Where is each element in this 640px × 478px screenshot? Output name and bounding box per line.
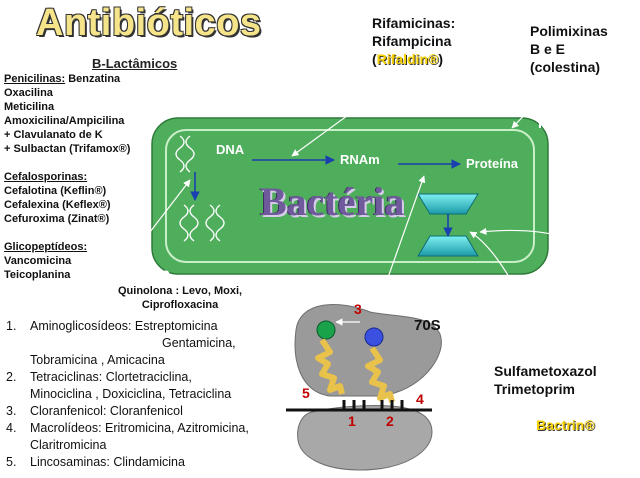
- sulfa-pointer: [469, 231, 561, 361]
- traducao-label: Tradução: [362, 275, 425, 291]
- cell-membrane: [165, 129, 535, 263]
- transcricao-label: Transcrição: [296, 91, 375, 107]
- list-line: Cloranfenicol: Cloranfenicol: [30, 404, 183, 418]
- list-number: 2.: [6, 370, 17, 384]
- ribosome-70s: [286, 304, 442, 471]
- quinolona-pointer: [129, 179, 191, 259]
- list-line: Claritromicina: [30, 438, 107, 452]
- rifamicinas-line2: Rifampicina: [372, 33, 452, 49]
- glicopeptideos-block: Glicopeptídeos: Vancomicina Teicoplanina: [4, 240, 87, 282]
- trna-body-right: [365, 346, 395, 403]
- sintese-line1: Síntese de: [496, 290, 567, 306]
- plasmatica-label: Plasmática: [538, 115, 612, 131]
- replicacao-label: Replicação: [96, 265, 170, 281]
- list-item: 1. Aminoglicosídeos: Estreptomicina Gent…: [6, 319, 236, 367]
- list-line: Macrolídeos: Eritromicina, Azitromicina,: [30, 421, 249, 435]
- quinolona-line1: Quinolona : Levo, Moxi,: [118, 285, 243, 297]
- membrana-plasmatica-label: Membrana Plasmática: [538, 98, 611, 132]
- cefalosporina-item: Cefalotina (Keflin®): [4, 185, 107, 197]
- glicopeptideo-item: Teicoplanina: [4, 269, 71, 281]
- paren-close: ): [438, 51, 443, 67]
- quinolona-block: Quinolona : Levo, Moxi, Ciprofloxacina: [118, 284, 242, 312]
- list-item: 2. Tetraciclinas: Clortetraciclina, Mino…: [6, 369, 249, 403]
- rnam-label: RNAm: [340, 152, 380, 167]
- rifamicinas-line1: Rifamicinas:: [372, 15, 456, 31]
- parede-celular-label: Parede Celular: [180, 78, 233, 110]
- list-line: Aminoglicosídeos: Estreptomicina: [30, 319, 218, 333]
- dna-helix: [175, 135, 225, 242]
- glicopeptideo-item: Vancomicina: [4, 255, 72, 267]
- penicilinas-label: Penicilinas:: [4, 73, 66, 85]
- list-line: Lincosaminas: Clindamicina: [30, 455, 185, 469]
- penicilina-item: Meticilina: [4, 101, 55, 113]
- glicopeptideos-label: Glicopeptídeos:: [4, 241, 88, 253]
- penicilinas-first: Benzatina: [65, 73, 121, 85]
- parede-label: Parede: [180, 78, 227, 94]
- traducao-pointer: [379, 175, 426, 301]
- polimixinas-line1: Polimixinas: [530, 23, 608, 39]
- ribosome-label: 70S: [414, 317, 441, 334]
- list-line: Minociclina , Doxiciclina, Tetraciclina: [30, 387, 232, 401]
- site-5: 5: [302, 385, 310, 401]
- list-line: Tetraciclinas: Clortetraciclina,: [30, 370, 192, 384]
- polimixina-pointer: [511, 81, 557, 129]
- polimixinas-block: Polimixinas B e E (colestina): [530, 22, 608, 76]
- bacteria-label: Bactéria: [260, 179, 405, 224]
- bactrin-brand: Bactrin®: [536, 417, 595, 433]
- proteina-label: Proteína: [466, 156, 519, 171]
- sintese-block: Síntese de Metabólitos Essenciais: [496, 290, 574, 341]
- parede-pointer: [159, 87, 187, 113]
- enzyme-shape: [417, 193, 479, 257]
- rifamicinas-block: Rifamicinas: Rifampicina (Rifaldin®): [372, 14, 455, 68]
- list-number: 3.: [6, 404, 17, 418]
- sulfa-line1: Sulfametoxazol: [494, 363, 597, 379]
- mrna-label: mRNA: [438, 414, 483, 431]
- penicilina-item: Oxacilina: [4, 87, 53, 99]
- sulfa-line2: Trimetoprim: [494, 381, 575, 397]
- cefalosporinas-block: Cefalosporinas: Cefalotina (Keflin®) Cef…: [4, 170, 111, 226]
- sintese-line3: Essenciais: [496, 324, 569, 340]
- rifamicina-pointer: [291, 69, 411, 157]
- list-number: 1.: [6, 319, 17, 333]
- dna-label: DNA: [216, 142, 245, 157]
- list-number: 4.: [6, 421, 17, 435]
- antibiotic-list: 1. Aminoglicosídeos: Estreptomicina Gent…: [6, 318, 249, 471]
- list-item: 4. Macrolídeos: Eritromicina, Azitromici…: [6, 420, 249, 454]
- rifaldin-brand: Rifaldin®: [376, 51, 439, 67]
- list-item: 5. Lincosaminas: Clindamicina: [6, 454, 249, 471]
- celular-label: Celular: [186, 94, 234, 110]
- trna-green: [316, 320, 336, 340]
- site-3: 3: [354, 301, 362, 317]
- sintese-line2: Metabólitos: [496, 307, 574, 323]
- polimixinas-line2: B e E: [530, 41, 566, 57]
- cefalosporina-item: Cefuroxima (Zinat®): [4, 213, 110, 225]
- penicilina-item: Amoxicilina/Ampicilina: [4, 115, 125, 127]
- penicilina-item: + Clavulanato de K: [4, 129, 103, 141]
- site-1: 1: [348, 413, 356, 429]
- blactamicos-header: B-Lactâmicos: [92, 56, 178, 71]
- trna-body-left: [315, 338, 345, 395]
- paren-open: (: [372, 51, 377, 67]
- site-2: 2: [386, 413, 394, 429]
- list-line: Tobramicina , Amicacina: [30, 353, 165, 367]
- penicilina-item: + Sulbactan (Trifamox®): [4, 143, 131, 155]
- cefalosporinas-label: Cefalosporinas:: [4, 171, 88, 183]
- sulfa-block: Sulfametoxazol Trimetoprim: [494, 362, 597, 398]
- list-number: 5.: [6, 455, 17, 469]
- quinolona-line2: Ciprofloxacina: [141, 299, 219, 311]
- trna-blue: [364, 327, 384, 347]
- penicilinas-block: Penicilinas: Benzatina Oxacilina Meticil…: [4, 72, 130, 156]
- cefalosporina-item: Cefalexina (Keflex®): [4, 199, 111, 211]
- sintese-pointer: [479, 227, 613, 333]
- polimixinas-line3: (colestina): [530, 59, 601, 75]
- list-item: 3. Cloranfenicol: Cloranfenicol: [6, 403, 249, 420]
- site-4: 4: [416, 391, 424, 407]
- membrana-label: Membrana: [538, 98, 609, 114]
- page-title: Antibióticos: [36, 2, 262, 44]
